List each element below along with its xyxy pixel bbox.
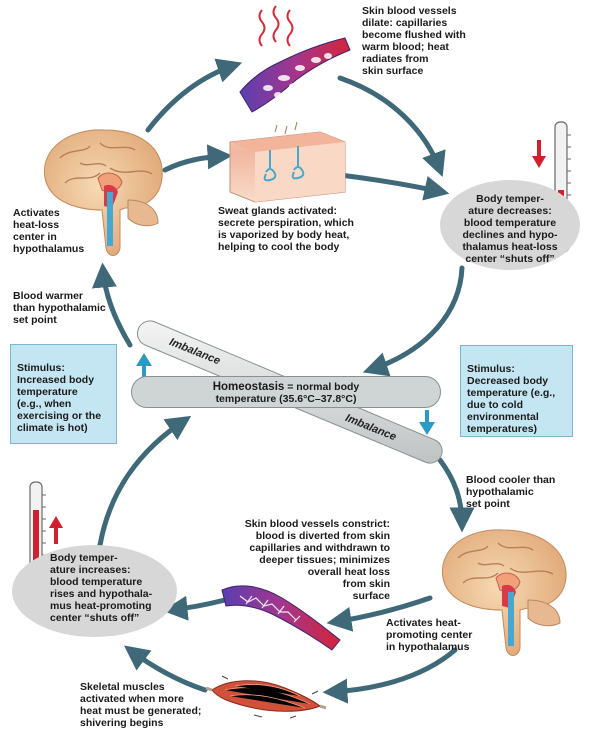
homeostasis-def: = normal body	[284, 381, 360, 393]
arrow-increase-to-homeostasis	[97, 415, 192, 548]
arrow-imbalance-to-cooler	[437, 457, 475, 533]
brain-icon	[441, 529, 567, 656]
skin-sweat-gland-icon	[229, 121, 346, 203]
activates-heat-loss-label: Activates heat-loss center in hypothalam…	[13, 207, 85, 255]
arrow-brain-to-muscles	[322, 647, 458, 704]
blood-cooler-label: Blood cooler than hypothalamic set point	[466, 474, 556, 510]
muscle-icon	[205, 675, 327, 719]
oval-temp-increases	[12, 545, 177, 637]
blood-warmer-label: Blood warmer than hypothalamic set point	[13, 290, 106, 326]
arrow-brain-to-sweat	[162, 144, 233, 173]
blood-vessel-icon	[239, 5, 351, 113]
skin-vessels-dilate-label: Skin blood vessels dilate: capillaries b…	[362, 5, 466, 77]
arrow-muscles-to-increase	[123, 645, 208, 693]
arrow-stimulus-to-brain	[91, 262, 133, 348]
skeletal-muscles-label: Skeletal muscles activated when more hea…	[80, 681, 202, 729]
activates-heat-promoting-label: Activates heat- promoting center in hypo…	[386, 617, 473, 653]
cycle-arrows	[91, 58, 475, 704]
homeostasis-term: Homeostasis	[212, 381, 285, 393]
stimulus-box-increase: Stimulus:Increased body temperature (e.g…	[10, 344, 117, 444]
arrow-sweat-to-decrease	[337, 172, 450, 201]
skin-vessels-constrict-label: Skin blood vessels constrict: blood is d…	[244, 518, 390, 602]
arrow-constrict-to-increase	[162, 595, 228, 621]
stimulus-heading: Stimulus:	[17, 362, 65, 374]
heat-waves-icon	[258, 5, 294, 47]
stimulus-text: Decreased body temperature (e.g., due to…	[467, 375, 556, 435]
arrow-brain-to-vessels	[145, 58, 243, 133]
stimulus-heading: Stimulus:	[467, 363, 515, 375]
oval-temp-decreases	[440, 180, 580, 270]
stimulus-arrows	[136, 353, 435, 435]
down-arrow-icon	[532, 140, 546, 168]
homeostasis-range: temperature (35.6°C–37.8°C)	[215, 393, 357, 405]
blood-vessel-icon	[221, 585, 341, 651]
homeostasis-bar: Homeostasis = normal body temperature (3…	[131, 376, 441, 408]
up-arrow-icon	[136, 353, 152, 378]
body-temp-increases-label: Body temper- ature increases: blood temp…	[50, 552, 153, 624]
body-temp-decreases-label: Body temper- ature decreases: blood temp…	[462, 193, 558, 265]
stimulus-box-decrease: Stimulus:Decreased body temperature (e.g…	[460, 345, 573, 437]
down-arrow-icon	[419, 410, 435, 435]
up-arrow-icon	[49, 516, 63, 544]
stimulus-text: Increased body temperature (e.g., when e…	[17, 374, 102, 434]
sweat-glands-label: Sweat glands activated: secrete perspira…	[218, 205, 354, 253]
arrow-vessels-to-decrease	[337, 75, 446, 178]
arrow-decrease-to-homeostasis	[362, 265, 465, 377]
arrow-brain-to-constrict	[326, 595, 433, 632]
brain-icon	[43, 129, 163, 256]
